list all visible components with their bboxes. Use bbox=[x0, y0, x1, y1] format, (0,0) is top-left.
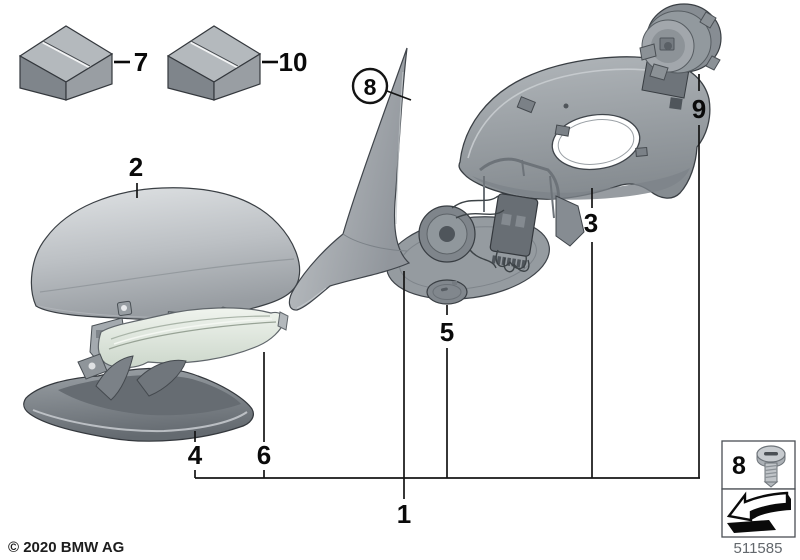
part-9-mirror-drive[interactable] bbox=[639, 3, 722, 81]
part-1-mirror-base-assembly[interactable] bbox=[381, 157, 585, 309]
callout-8-group[interactable]: 8 bbox=[351, 67, 412, 105]
part-6-turn-indicator[interactable] bbox=[89, 300, 289, 375]
legend-fastener-box: 8 bbox=[721, 440, 796, 490]
part-10-repair-kit-box[interactable] bbox=[166, 25, 262, 101]
callout-8-leader bbox=[386, 90, 412, 101]
callout-2[interactable]: 2 bbox=[129, 152, 143, 182]
callout-3[interactable]: 3 bbox=[584, 208, 598, 238]
callout-1[interactable]: 1 bbox=[397, 499, 411, 529]
callout-7[interactable]: 7 bbox=[134, 47, 148, 77]
part-2-mirror-cap[interactable] bbox=[30, 187, 301, 321]
direction-arrow-icon bbox=[726, 491, 791, 533]
part-7-repair-kit-box[interactable] bbox=[18, 25, 114, 101]
leader-lines bbox=[194, 74, 700, 499]
part-5-cover-cap[interactable] bbox=[426, 279, 468, 305]
legend-fastener-number: 8 bbox=[732, 452, 746, 480]
copyright-text: © 2020 BMW AG bbox=[8, 539, 124, 556]
callout-5[interactable]: 5 bbox=[440, 317, 454, 347]
screw-icon bbox=[756, 445, 786, 488]
callout-2-group[interactable]: 2 bbox=[129, 152, 143, 198]
legend-direction-box bbox=[721, 488, 796, 538]
part-8-supporting-foot[interactable] bbox=[288, 47, 411, 311]
callout-6[interactable]: 6 bbox=[257, 440, 271, 470]
document-number: 511585 bbox=[734, 540, 783, 557]
callout-10[interactable]: 10 bbox=[279, 47, 308, 77]
part-4-lower-housing-trim[interactable] bbox=[23, 353, 254, 442]
callout-9[interactable]: 9 bbox=[692, 94, 706, 124]
callout-8-circle[interactable] bbox=[351, 67, 389, 105]
callout-7-group[interactable]: 7 bbox=[114, 47, 148, 77]
callout-10-group[interactable]: 10 bbox=[262, 47, 307, 77]
callout-8[interactable]: 8 bbox=[364, 74, 377, 100]
callout-4[interactable]: 4 bbox=[188, 440, 203, 470]
part-3-housing-frame[interactable] bbox=[458, 55, 711, 200]
